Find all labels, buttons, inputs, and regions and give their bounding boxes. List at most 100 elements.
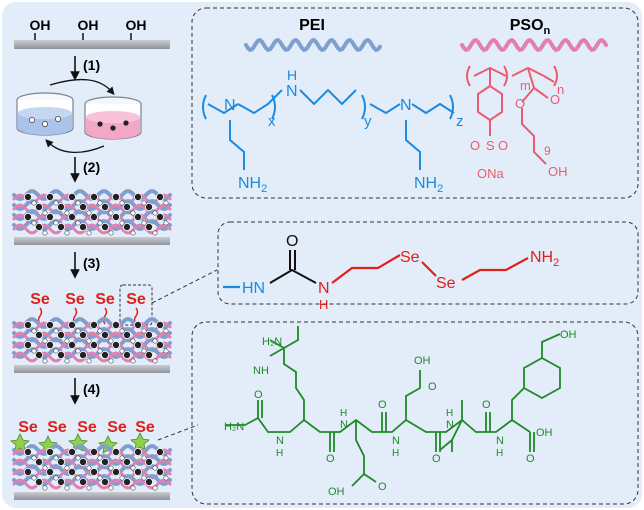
selenium-label: Se bbox=[77, 419, 97, 436]
pso-bonds bbox=[466, 65, 558, 165]
subscript-n: n bbox=[557, 82, 564, 97]
positive-charge-icon bbox=[97, 220, 103, 226]
nitrogen-label: N bbox=[276, 435, 284, 447]
cycle-arrow bbox=[49, 78, 115, 95]
carbonyl bbox=[529, 432, 535, 452]
positive-charge-icon bbox=[130, 338, 136, 344]
positive-charge-icon bbox=[75, 200, 81, 206]
oxygen-label: O bbox=[428, 381, 437, 393]
negative-charge-icon bbox=[35, 330, 44, 339]
valine-side-chain bbox=[439, 419, 463, 452]
negative-charge-icon bbox=[144, 350, 153, 359]
negative-charge-icon bbox=[68, 212, 77, 221]
hydroxyl-label: OH bbox=[536, 427, 553, 439]
positive-charge-icon bbox=[42, 210, 48, 216]
amine-label: NH2 bbox=[238, 175, 267, 195]
positive-charge-icon bbox=[75, 348, 81, 354]
positive-charge-icon bbox=[141, 348, 147, 354]
negative-charge-icon bbox=[23, 192, 32, 201]
bracket bbox=[449, 94, 454, 120]
negative-charge-icon bbox=[90, 320, 99, 329]
negative-charge-icon bbox=[144, 202, 153, 211]
multilayer-film bbox=[12, 443, 172, 500]
hydroxyl-label: OH bbox=[126, 17, 147, 33]
positive-charge-icon bbox=[53, 220, 59, 226]
carbonyl bbox=[363, 473, 377, 483]
negative-charge-icon bbox=[112, 320, 121, 329]
bond bbox=[527, 67, 535, 89]
positive-charge-icon bbox=[119, 220, 125, 226]
negative-charge-icon bbox=[68, 447, 77, 456]
bond bbox=[421, 261, 437, 277]
positive-charge-icon bbox=[119, 455, 125, 461]
hydrogen-label: H bbox=[446, 408, 453, 419]
oxygen-label: O bbox=[498, 138, 508, 153]
linker-box bbox=[217, 221, 639, 305]
peptide-bonds bbox=[225, 326, 561, 487]
negative-charge-icon bbox=[144, 222, 153, 231]
multilayer-film bbox=[12, 188, 172, 245]
carbonyl bbox=[435, 432, 441, 452]
bond bbox=[405, 120, 421, 170]
carbonyl bbox=[381, 412, 387, 432]
step-label-3: (3) bbox=[83, 255, 100, 271]
amine-label: NH bbox=[253, 365, 269, 377]
positive-charge-icon bbox=[64, 210, 70, 216]
positive-charge-icon bbox=[64, 465, 70, 471]
oxygen-label: O bbox=[326, 453, 335, 465]
positive-charge-icon bbox=[64, 485, 70, 491]
selenium-atom-label: Se bbox=[400, 249, 420, 266]
negative-charge-icon bbox=[112, 447, 121, 456]
bond bbox=[331, 254, 401, 284]
step-label-2: (2) bbox=[83, 159, 100, 175]
negative-charge-icon bbox=[155, 340, 164, 349]
hn-label: HN bbox=[242, 280, 265, 297]
negative-charge-icon bbox=[123, 202, 132, 211]
solution-surface bbox=[18, 107, 72, 119]
negative-charge-icon bbox=[90, 447, 99, 456]
negative-charge-icon bbox=[101, 457, 110, 466]
negative-charge-icon bbox=[68, 320, 77, 329]
bracket bbox=[361, 94, 366, 120]
negative-charge-icon bbox=[35, 477, 44, 486]
positive-charge-icon bbox=[130, 485, 136, 491]
negative-charge-icon bbox=[112, 212, 121, 221]
negative-charge-icon bbox=[112, 192, 121, 201]
sulfur-label: S bbox=[486, 138, 495, 153]
negative-charge-icon bbox=[46, 447, 55, 456]
negative-charge-icon bbox=[46, 467, 55, 476]
pso-chain-icon bbox=[460, 37, 608, 53]
oxygen-label: O bbox=[482, 399, 491, 411]
selenium-atom-label: Se bbox=[436, 275, 456, 292]
nitrogen-label: N bbox=[224, 97, 236, 114]
bond bbox=[299, 88, 357, 106]
negative-charge-icon bbox=[123, 330, 132, 339]
substrate-bar bbox=[14, 237, 170, 245]
negative-charge-icon bbox=[23, 447, 32, 456]
positive-charge-icon bbox=[31, 455, 37, 461]
amine-label: H₂N bbox=[262, 336, 282, 348]
negative-charge-icon bbox=[155, 212, 164, 221]
nitrogen-label: N bbox=[318, 280, 330, 297]
positive-charge-icon bbox=[53, 455, 59, 461]
negative-charge-icon bbox=[144, 477, 153, 486]
nitrogen-label: N bbox=[392, 435, 400, 447]
bond bbox=[541, 333, 561, 358]
positive-charge-icon bbox=[64, 358, 70, 364]
positive-charge-icon bbox=[97, 475, 103, 481]
positive-charge-icon bbox=[86, 485, 92, 491]
negative-charge-icon bbox=[155, 467, 164, 476]
positive-charge-icon bbox=[141, 200, 147, 206]
hydroxyl-label: OH bbox=[560, 329, 577, 341]
negative-charge-icon bbox=[155, 320, 164, 329]
positive-charge-icon bbox=[31, 200, 37, 206]
bond bbox=[369, 103, 401, 115]
negative-charge-icon bbox=[23, 212, 32, 221]
negative-charge-icon bbox=[133, 320, 142, 329]
positive-charge-icon bbox=[163, 328, 169, 334]
bracket bbox=[553, 65, 558, 87]
positive-charge-icon bbox=[42, 465, 48, 471]
urea-bonds bbox=[269, 250, 317, 284]
pei-chain-icon bbox=[244, 37, 382, 53]
negative-charge-icon bbox=[101, 350, 110, 359]
